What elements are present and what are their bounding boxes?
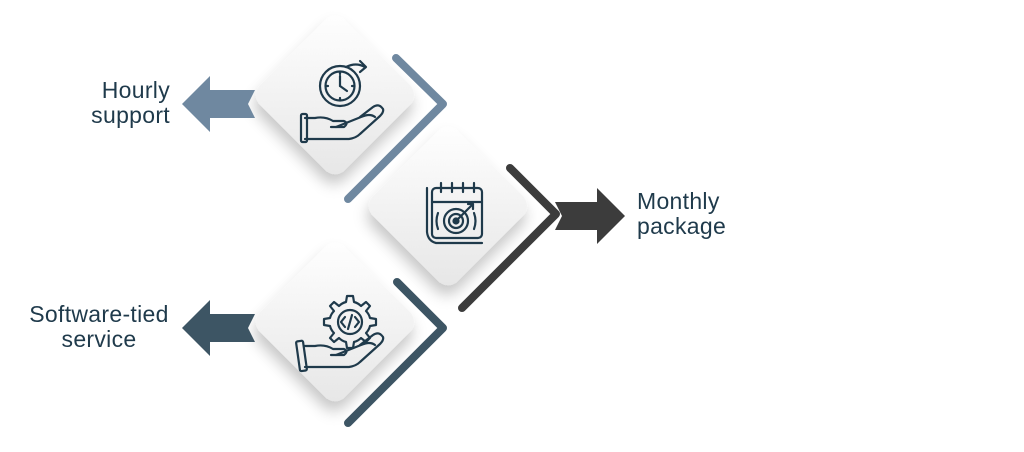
software-label-line-1: Software-tied bbox=[29, 301, 169, 327]
monthly-label-line-2: package bbox=[637, 213, 727, 239]
hourly-card-accent bbox=[344, 54, 447, 203]
software-arrow bbox=[182, 300, 255, 356]
monthly-label-line-1: Monthly bbox=[637, 188, 720, 214]
monthly-card bbox=[368, 126, 560, 312]
software-card bbox=[255, 242, 447, 427]
monthly-arrow bbox=[555, 188, 625, 244]
software-label: Software-tied service bbox=[10, 302, 188, 352]
hourly-card bbox=[255, 15, 447, 203]
stopwatch-hand-icon bbox=[299, 59, 385, 144]
monthly-label: Monthly package bbox=[637, 189, 777, 239]
hourly-label-line-1: Hourly bbox=[101, 77, 170, 103]
hourly-label: Hourly support bbox=[60, 78, 170, 128]
software-label-line-2: service bbox=[61, 326, 137, 352]
gear-code-hand-icon bbox=[295, 294, 385, 373]
software-card-accent bbox=[344, 278, 447, 427]
hourly-label-line-2: support bbox=[91, 102, 170, 128]
monthly-card-accent bbox=[458, 164, 560, 312]
calendar-target-icon bbox=[425, 181, 484, 245]
hourly-arrow bbox=[182, 76, 255, 132]
